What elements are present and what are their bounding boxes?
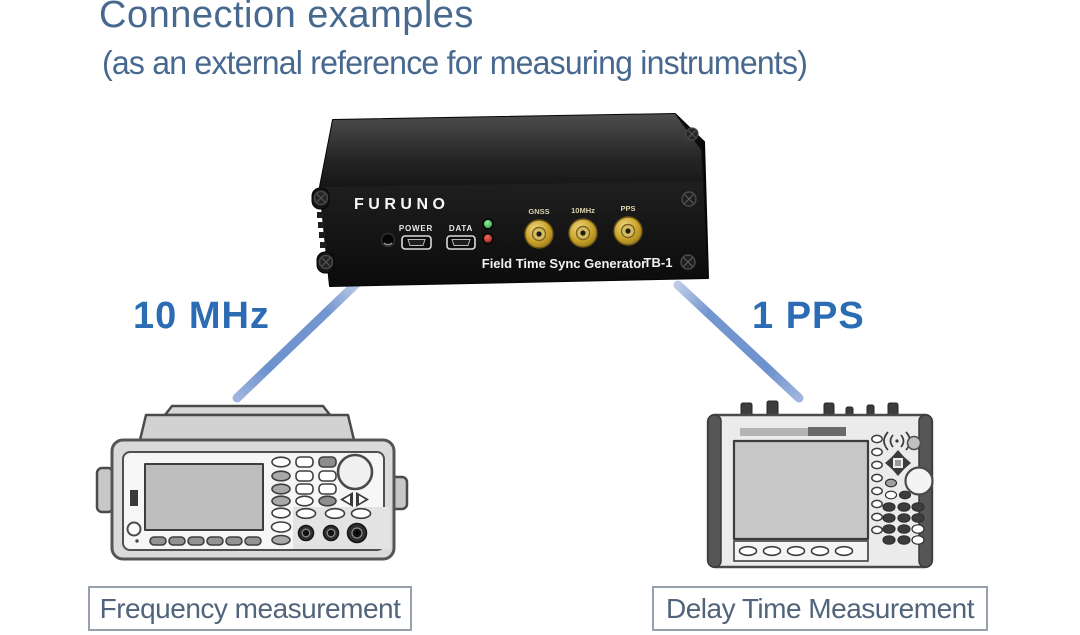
sma-connector-labels: GNSS 10MHz PPS — [528, 204, 635, 216]
chassis-ridges — [317, 212, 326, 248]
input-section — [293, 507, 390, 549]
sma-connector-icon — [524, 219, 554, 249]
screw-icon — [318, 254, 334, 270]
power-jack-icon — [380, 232, 396, 248]
caption-frequency-measurement: Frequency measurement — [88, 586, 412, 631]
keypad-grid — [882, 478, 925, 545]
counter-display-screen — [144, 463, 264, 531]
side-key-column — [871, 434, 883, 535]
screw-icons — [313, 127, 699, 270]
top-right-button — [906, 435, 922, 451]
analyzer-rotary-knob-icon — [904, 466, 934, 496]
analyzer-softkey-strip — [733, 540, 869, 562]
caption-delay-time-measurement: Delay Time Measurement — [652, 586, 988, 631]
connection-line-1pps — [673, 280, 804, 403]
function-key-grid — [270, 456, 337, 546]
red-led-icon — [482, 232, 494, 245]
power-button-icon — [126, 521, 142, 543]
device-model-number: TB-1 — [644, 255, 673, 270]
status-led-icons — [482, 218, 494, 245]
analyzer-display-screen — [732, 439, 870, 541]
device-product-name: Field Time Sync Generator — [482, 256, 646, 271]
arrow-key-icons — [340, 492, 369, 507]
dpad-icon — [885, 450, 911, 476]
power-port-icon — [401, 235, 432, 250]
pps-connector-label: PPS — [620, 204, 635, 213]
delay-analyzer-illustration — [706, 400, 934, 569]
screw-icon — [685, 127, 699, 141]
10mhz-connector-label: 10MHz — [571, 206, 595, 215]
rotary-knob-icon — [336, 453, 374, 491]
data-port-icon — [446, 235, 476, 250]
frequency-counter-illustration — [95, 404, 409, 561]
screw-icon — [680, 254, 696, 270]
power-port-label: POWER — [399, 224, 433, 233]
bnc-connector-icons — [297, 522, 368, 544]
tb1-device-illustration: FURUNO POWER DATA GNSS 10MHz PPS — [311, 113, 709, 287]
signal-label-1pps: 1 PPS — [752, 295, 865, 337]
screw-icon — [681, 191, 697, 207]
page-subtitle: (as an external reference for measuring … — [102, 44, 808, 81]
wireless-icon — [883, 431, 911, 451]
screw-icon — [313, 190, 329, 206]
connection-line-10mhz — [232, 278, 362, 403]
furuno-brand-logo: FURUNO — [354, 196, 449, 213]
softkey-row — [149, 536, 262, 546]
page-title: Connection examples — [99, 0, 474, 36]
signal-label-10mhz: 10 MHz — [133, 295, 270, 337]
usb-slot-icon — [130, 490, 138, 506]
left-rail — [707, 414, 722, 568]
gnss-connector-label: GNSS — [528, 207, 549, 216]
sma-connector-icon — [568, 218, 598, 248]
green-led-icon — [482, 218, 494, 230]
sma-connector-icons — [524, 216, 643, 249]
data-port-label: DATA — [449, 224, 473, 233]
sma-connector-icon — [613, 216, 643, 246]
